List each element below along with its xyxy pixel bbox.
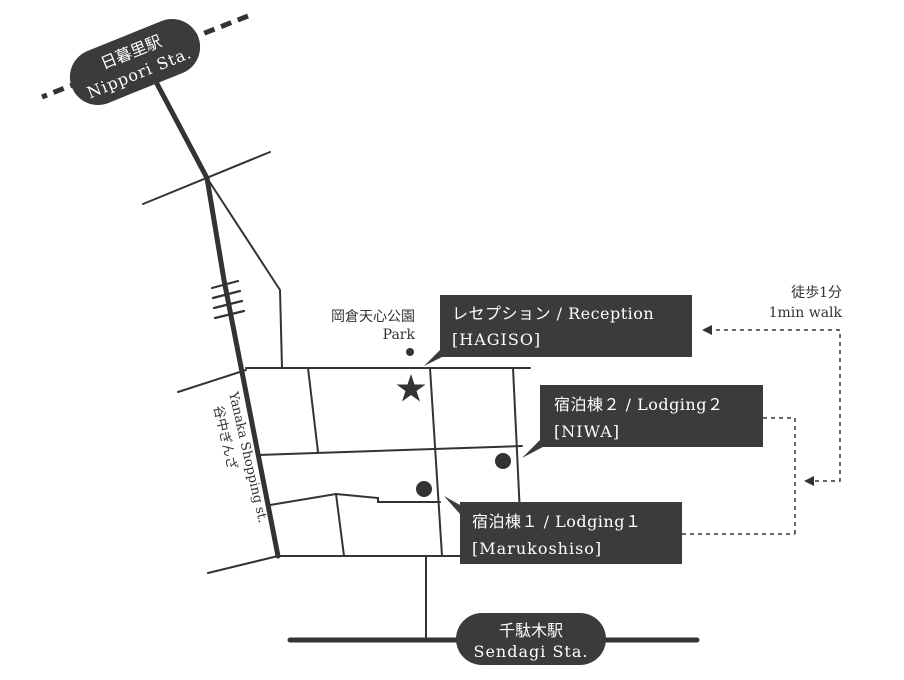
lodging2-label: 宿泊棟２ / Lodging２ bbox=[554, 395, 723, 414]
park-name-en: Park bbox=[383, 327, 416, 343]
walk-path-reception bbox=[708, 329, 841, 482]
reception-star-icon bbox=[396, 374, 426, 402]
alley-2 bbox=[335, 493, 345, 557]
sendagi-station-badge: 千駄木駅 Sendagi Sta. bbox=[456, 613, 606, 665]
stairs-2 bbox=[211, 289, 242, 300]
sendagi-station-name-ja: 千駄木駅 bbox=[499, 621, 563, 640]
lodging1-label: 宿泊棟１ / Lodging１ bbox=[472, 512, 641, 531]
lodging2-location-dot bbox=[495, 453, 511, 469]
street-lower bbox=[269, 492, 441, 506]
walk-arrow-left-icon-2 bbox=[804, 476, 814, 486]
reception-label: レセプション / Reception bbox=[452, 304, 654, 323]
alley-1 bbox=[307, 367, 319, 453]
street-bottom-left bbox=[207, 555, 279, 574]
street-upper-left bbox=[177, 369, 247, 393]
street-middle bbox=[257, 445, 523, 456]
stairs-1 bbox=[210, 279, 240, 290]
stairs-3 bbox=[212, 299, 244, 310]
lodging1-name: [Marukoshiso] bbox=[472, 539, 602, 558]
walk-time-label: 徒歩1分 1min walk bbox=[769, 285, 843, 321]
walk-arrow-left-icon bbox=[702, 325, 712, 335]
walk-time-ja: 徒歩1分 bbox=[791, 285, 842, 301]
park-name-ja: 岡倉天心公園 bbox=[331, 309, 415, 325]
lodging1-callout: 宿泊棟１ / Lodging１ [Marukoshiso] bbox=[444, 496, 682, 564]
stairs-4 bbox=[213, 309, 246, 320]
walk-time-en: 1min walk bbox=[769, 305, 843, 321]
walk-connector bbox=[682, 329, 841, 535]
main-road-nippori bbox=[152, 77, 281, 559]
reception-name: [HAGISO] bbox=[452, 330, 541, 349]
lodging2-callout: 宿泊棟２ / Lodging２ [NIWA] bbox=[522, 385, 763, 458]
alley-3 bbox=[429, 367, 443, 557]
lodging1-location-dot bbox=[416, 481, 432, 497]
lodging2-name: [NIWA] bbox=[554, 422, 620, 441]
reception-callout: レセプション / Reception [HAGISO] bbox=[424, 295, 692, 366]
road-branch-diagonal bbox=[206, 177, 283, 369]
park-dot bbox=[406, 348, 414, 356]
nippori-station-badge: 日暮里駅 Nippori Sta. bbox=[69, 19, 201, 105]
sendagi-station-name-en: Sendagi Sta. bbox=[474, 642, 589, 661]
walk-path-lodging2 bbox=[763, 417, 796, 534]
park-label: 岡倉天心公園 Park bbox=[331, 309, 416, 356]
